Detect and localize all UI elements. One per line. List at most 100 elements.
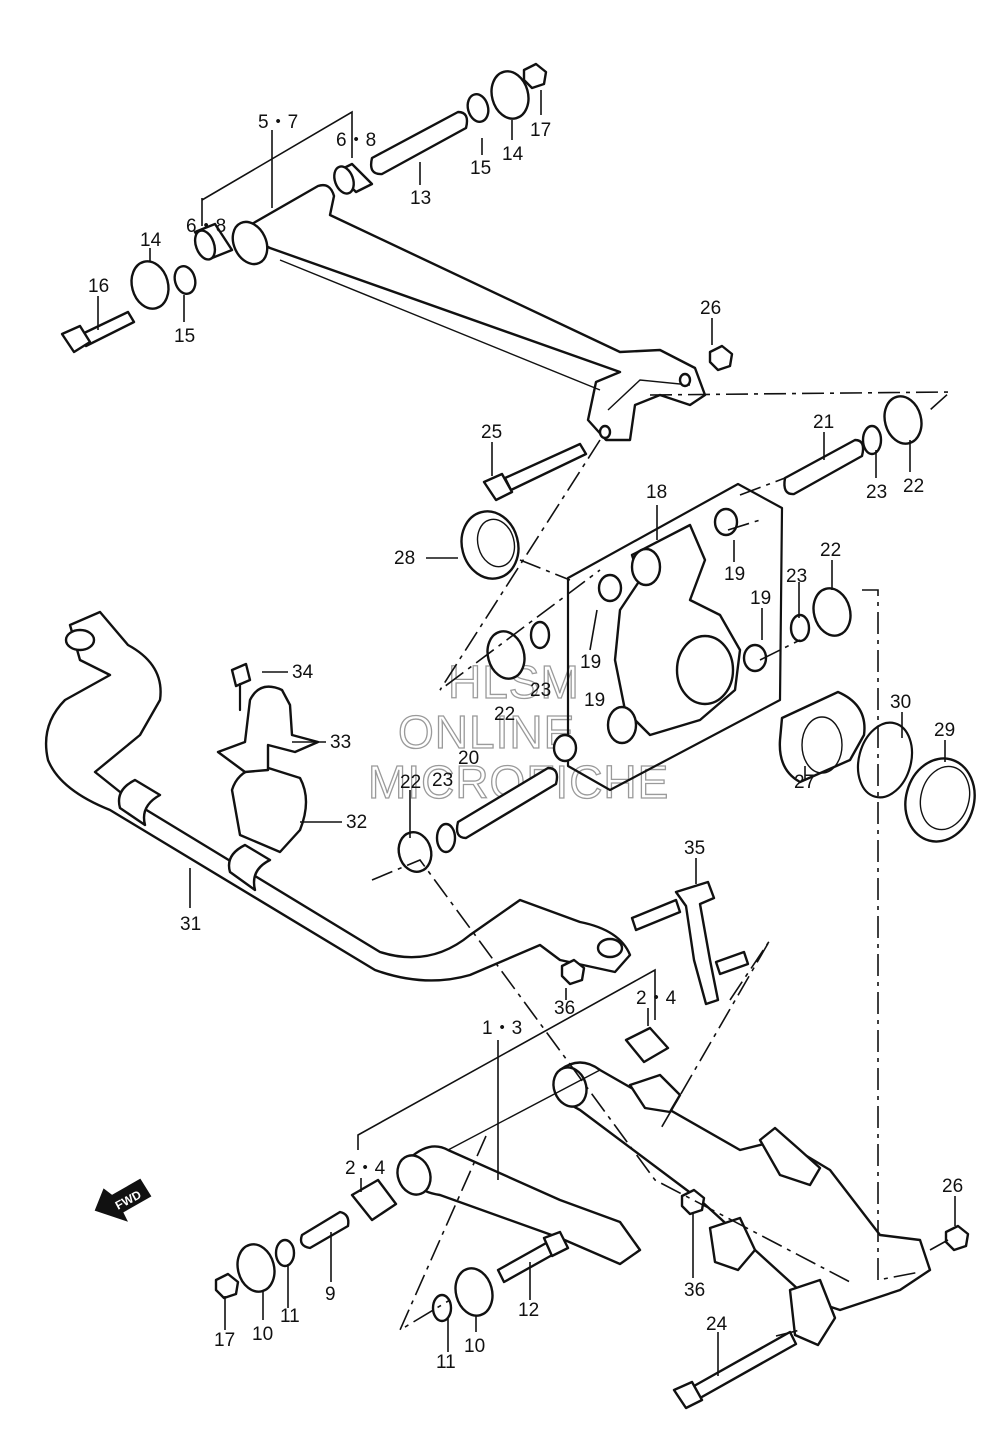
callout-10-left: 10 [252, 1324, 273, 1345]
callout-30: 30 [890, 692, 911, 713]
callout-34: 34 [292, 662, 314, 683]
sleeve-13 [369, 110, 469, 176]
cap-14-right [490, 70, 530, 120]
sleeve-20 [455, 766, 559, 840]
bolt-12-shank [496, 1240, 556, 1284]
lower-arm-bracket-upper [758, 1126, 822, 1187]
stabilizer-end-eye-left [64, 628, 96, 652]
callout-2-4-lower: 2・4 [345, 1158, 386, 1179]
seal-28 [460, 510, 520, 580]
washer-23-left [529, 620, 551, 650]
boot-29 [904, 757, 976, 843]
callout-27: 27 [794, 772, 815, 793]
callout-23-right: 23 [786, 566, 807, 587]
upper-arm-edge [279, 259, 601, 391]
cap-14-left [130, 260, 170, 310]
cap-10-left [236, 1243, 276, 1293]
washer-23-right [789, 613, 811, 643]
nut-36-upper [560, 958, 586, 986]
callout-33: 33 [330, 732, 351, 753]
callout-12: 12 [518, 1300, 539, 1321]
callout-14-left: 14 [140, 230, 162, 251]
seal-22-right [812, 587, 852, 637]
stabilizer-end-eye-right [596, 937, 624, 959]
washer-11-left [274, 1238, 296, 1268]
knuckle-bore [675, 634, 735, 706]
leader-lines [97, 90, 956, 1376]
callout-36-upper: 36 [554, 998, 575, 1019]
bushing-32 [230, 764, 308, 854]
callout-19-lower: 19 [584, 690, 605, 711]
callout-23-top: 23 [866, 482, 887, 503]
callout-15-left: 15 [174, 326, 195, 347]
lower-arm-body [408, 1145, 642, 1266]
bushing-2-4-lower [350, 1178, 398, 1222]
lower-arm-assembly [214, 1026, 970, 1410]
callout-17-lower: 17 [214, 1330, 235, 1351]
seal-22-upper [883, 395, 923, 445]
callout-32: 32 [346, 812, 367, 833]
lower-arm-rear-beam [556, 1061, 932, 1312]
bolt-12-head [542, 1230, 570, 1258]
link-35 [674, 880, 720, 1006]
callout-22-top: 22 [903, 476, 924, 497]
bracket-33 [216, 685, 320, 774]
bushing-6-8-left-end [193, 229, 217, 261]
bolt-16-head [60, 324, 92, 354]
bolt-24-shank [692, 1330, 798, 1400]
knuckle-lower-boss [606, 705, 638, 745]
lower-arm-rear-boss [552, 1066, 588, 1108]
link-35-lower-stud [714, 950, 750, 976]
nut-26-upper [708, 344, 734, 372]
nut-17-right [522, 62, 548, 90]
callout-13: 13 [410, 188, 431, 209]
callout-21: 21 [813, 412, 834, 433]
bushing-6-8-right-end [333, 165, 355, 195]
watermark-line-2: ONLINE [398, 706, 575, 758]
callout-18: 18 [646, 482, 667, 503]
knuckle-outline-plate [566, 482, 784, 792]
callout-19-right: 19 [750, 588, 771, 609]
callout-6-8-left: 6・8 [186, 216, 226, 237]
callout-labels: 5・7 6・8 6・8 13 15 14 17 14 15 16 26 25 2… [88, 112, 963, 1373]
stabilizer-ring-2 [227, 843, 272, 892]
callout-22-left: 22 [494, 704, 515, 725]
callout-15-right: 15 [470, 158, 491, 179]
washer-15-left [173, 265, 197, 295]
callout-23-left: 23 [530, 680, 551, 701]
callout-26-top: 26 [700, 298, 721, 319]
link-35-stud [630, 898, 682, 932]
callout-19-left: 19 [580, 652, 601, 673]
upper-arm-assembly [60, 62, 707, 442]
watermark: HLSM ONLINE MICROFICHE [367, 655, 669, 808]
callout-31: 31 [180, 914, 201, 935]
callout-29: 29 [934, 720, 955, 741]
bushing-19-a [713, 507, 739, 537]
bolt-25-shank [503, 442, 588, 492]
nut-26-lower [944, 1224, 970, 1252]
knuckle-upper-boss [630, 547, 662, 587]
washer-23-upper [861, 424, 883, 456]
bolt-24-head [672, 1380, 704, 1410]
callout-28: 28 [394, 548, 415, 569]
lower-arm-bracket-low [788, 1278, 837, 1347]
bearing-27-bore [801, 716, 843, 774]
bushing-2-4-upper [624, 1026, 670, 1064]
boot-29-inner [919, 765, 971, 831]
seal-28-inner [476, 518, 516, 568]
callout-26-lower: 26 [942, 1176, 963, 1197]
upper-arm-bracket-hole [598, 424, 612, 440]
stabilizer-assembly [44, 610, 750, 1006]
bearing-27 [778, 690, 866, 784]
centerlines [371, 391, 953, 1337]
cap-10-lower [454, 1267, 494, 1317]
callout-22-right: 22 [820, 540, 841, 561]
callout-11-left: 11 [280, 1306, 300, 1327]
callout-25: 25 [481, 422, 502, 443]
callout-2-4-upper: 2・4 [636, 988, 677, 1009]
bolt-34-head [230, 662, 252, 688]
washer-11-lower [431, 1293, 453, 1323]
callout-9: 9 [325, 1284, 336, 1305]
callout-10-lower: 10 [464, 1336, 485, 1357]
